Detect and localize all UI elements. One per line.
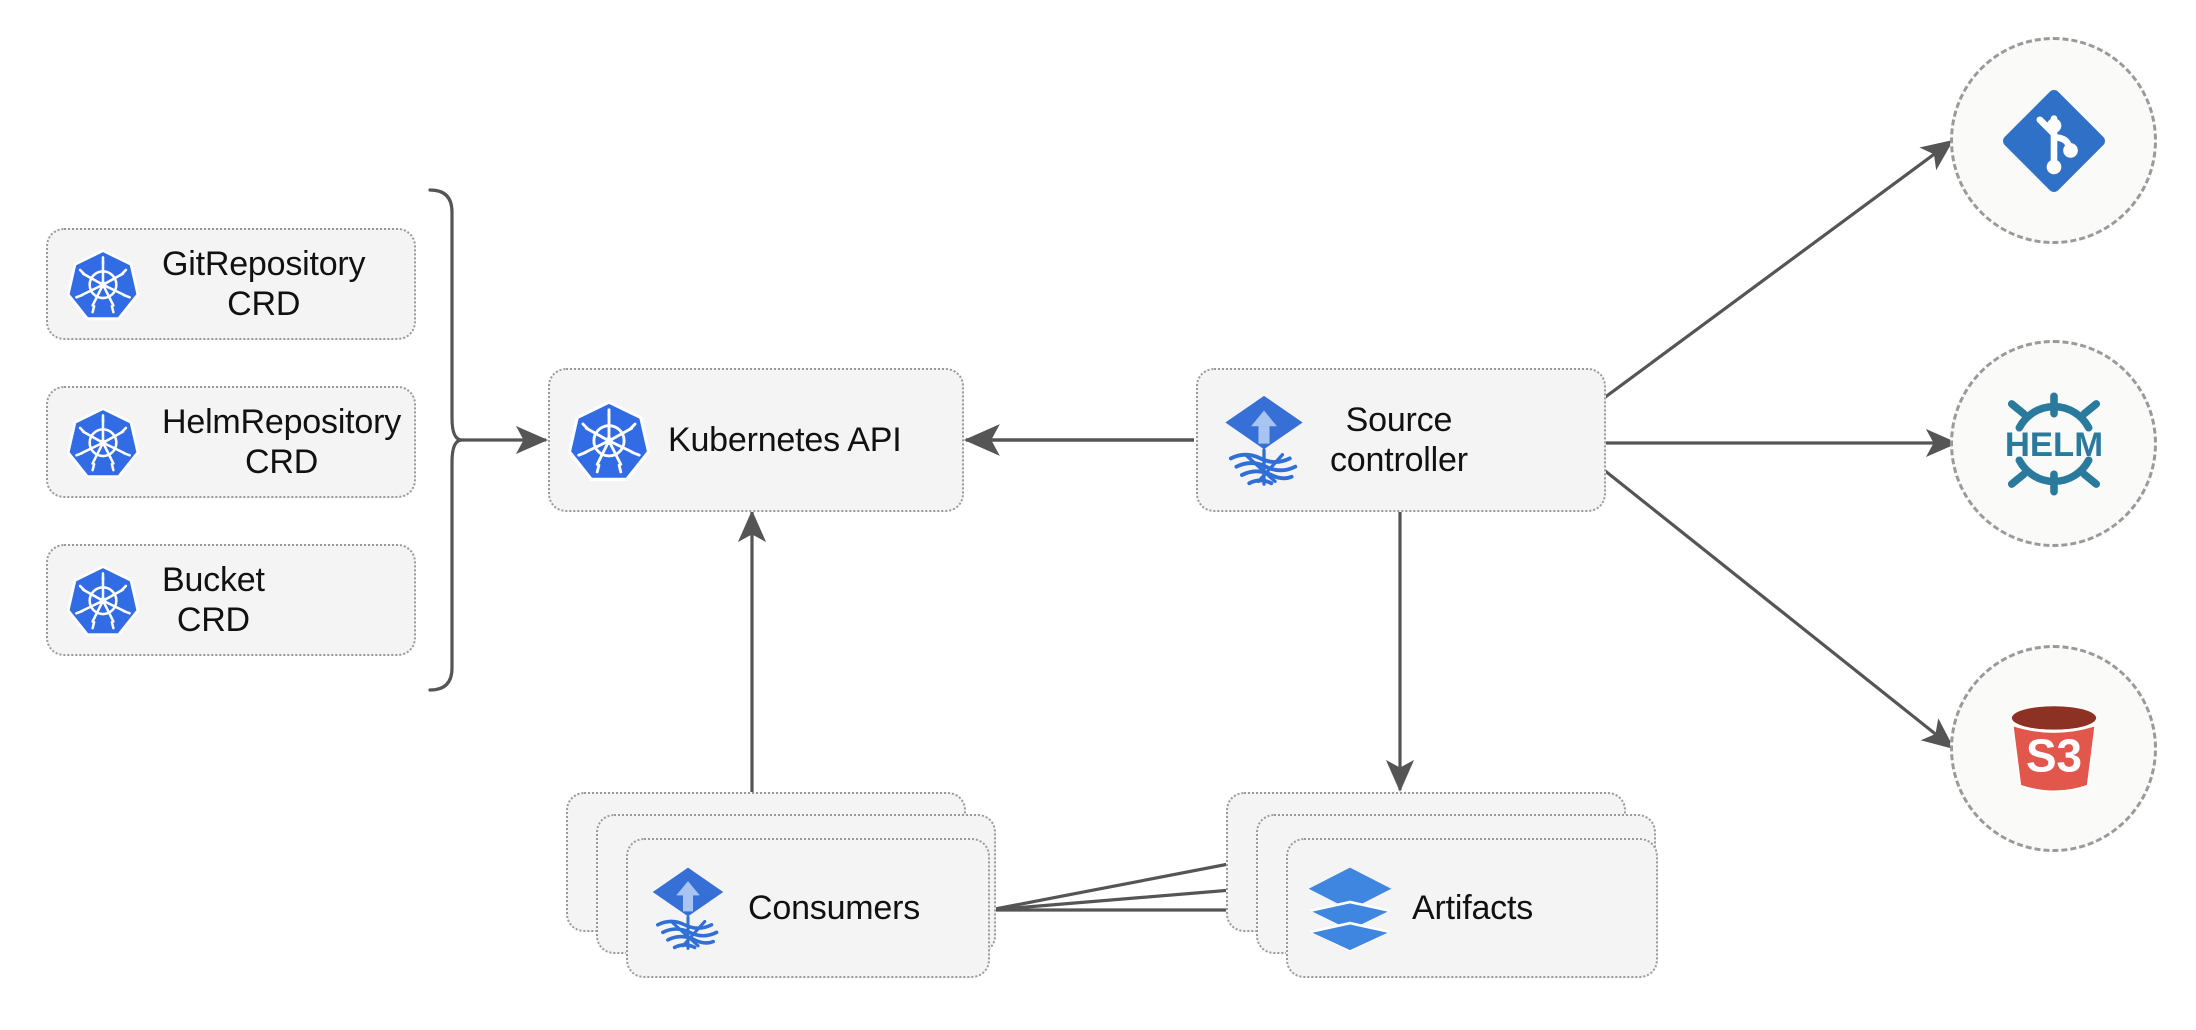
kubernetes-icon: [48, 405, 158, 479]
card-artifacts[interactable]: Artifacts: [1286, 838, 1658, 978]
kubernetes-icon: [48, 563, 158, 637]
edge-consumers-to-artifacts-1: [989, 848, 1267, 912]
helm-icon: HELM: [2004, 392, 2103, 495]
helm-wordmark: HELM: [2004, 425, 2102, 463]
git-icon: [2002, 89, 2105, 192]
kubernetes-icon: [550, 398, 668, 482]
external-system-helm[interactable]: HELM: [1950, 340, 2157, 547]
edge-source-controller-to-s3: [1603, 468, 1955, 750]
card-source-controller[interactable]: Source controller: [1196, 368, 1606, 512]
card-label: Artifacts: [1412, 888, 1534, 927]
card-label: Kubernetes API: [668, 420, 902, 459]
card-consumers[interactable]: Consumers: [626, 838, 990, 978]
edge-source-controller-to-git: [1603, 139, 1954, 400]
kubernetes-icon: [48, 247, 158, 321]
card-gitrepository-crd[interactable]: GitRepository CRD: [46, 228, 416, 340]
flux-icon: [628, 864, 748, 952]
artifact-layers-icon: [1288, 864, 1412, 952]
card-kubernetes-api[interactable]: Kubernetes API: [548, 368, 964, 512]
s3-wordmark: S3: [2025, 729, 2081, 781]
flux-icon: [1198, 392, 1330, 488]
card-bucket-crd[interactable]: Bucket CRD: [46, 544, 416, 656]
card-label: Source controller: [1330, 400, 1468, 479]
crd-group-bracket: [428, 188, 463, 692]
card-label: HelmRepository CRD: [162, 402, 402, 481]
card-label: Consumers: [748, 888, 921, 927]
external-system-git[interactable]: [1950, 37, 2157, 244]
s3-bucket-icon: S3: [2011, 705, 2096, 792]
card-helmrepository-crd[interactable]: HelmRepository CRD: [46, 386, 416, 498]
card-label: GitRepository CRD: [162, 244, 366, 323]
card-label: Bucket CRD: [162, 560, 265, 639]
external-system-s3[interactable]: S3: [1950, 645, 2157, 852]
